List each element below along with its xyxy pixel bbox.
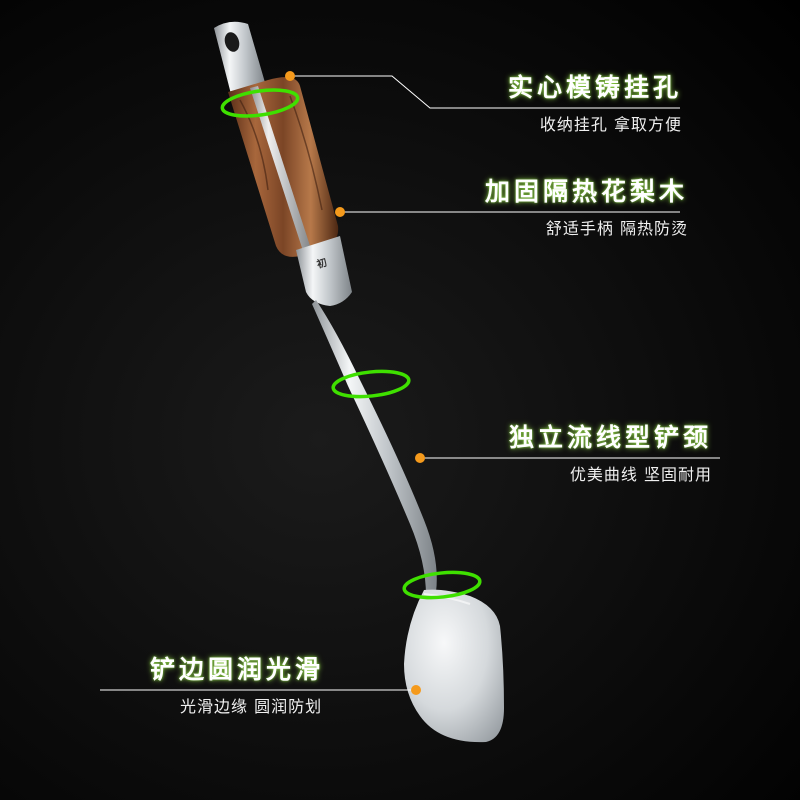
callout-subtitle: 舒适手柄 隔热防烫 xyxy=(545,219,688,238)
callout-subtitle: 收纳挂孔 拿取方便 xyxy=(539,115,682,134)
callout-subtitle: 光滑边缘 圆润防划 xyxy=(180,697,323,716)
spatula-neck xyxy=(312,300,437,596)
highlight-rings xyxy=(220,88,482,600)
spatula-blade xyxy=(404,589,504,743)
green-ring xyxy=(331,369,411,399)
green-ring xyxy=(220,88,300,118)
hanging-hole xyxy=(224,32,240,52)
callout-dot xyxy=(415,453,425,463)
brand-mark: 初 xyxy=(315,256,328,271)
callout-blade-edge: 铲边圆润光滑 光滑边缘 圆润防划 xyxy=(150,654,324,718)
hanging-hole-cap xyxy=(214,21,266,98)
callout-dots xyxy=(285,71,425,695)
callout-dot xyxy=(285,71,295,81)
callout-hanging-hole: 实心模铸挂孔 收纳挂孔 拿取方便 xyxy=(508,72,682,136)
callout-handle: 加固隔热花梨木 舒适手柄 隔热防烫 xyxy=(485,176,688,240)
leader-line xyxy=(290,75,680,109)
callout-dot xyxy=(335,207,345,217)
callout-neck: 独立流线型铲颈 优美曲线 坚固耐用 xyxy=(509,422,712,486)
callout-dot xyxy=(411,685,421,695)
rosewood-handle xyxy=(228,77,339,257)
green-ring xyxy=(402,570,482,600)
callout-title: 独立流线型铲颈 xyxy=(508,423,712,452)
callout-subtitle: 优美曲线 坚固耐用 xyxy=(569,465,712,484)
callout-title: 加固隔热花梨木 xyxy=(484,177,688,206)
handle-ferrule: 初 xyxy=(296,236,352,306)
callout-title: 实心模铸挂孔 xyxy=(507,73,682,102)
callout-title: 铲边圆润光滑 xyxy=(150,655,325,684)
leader-lines xyxy=(100,75,720,691)
